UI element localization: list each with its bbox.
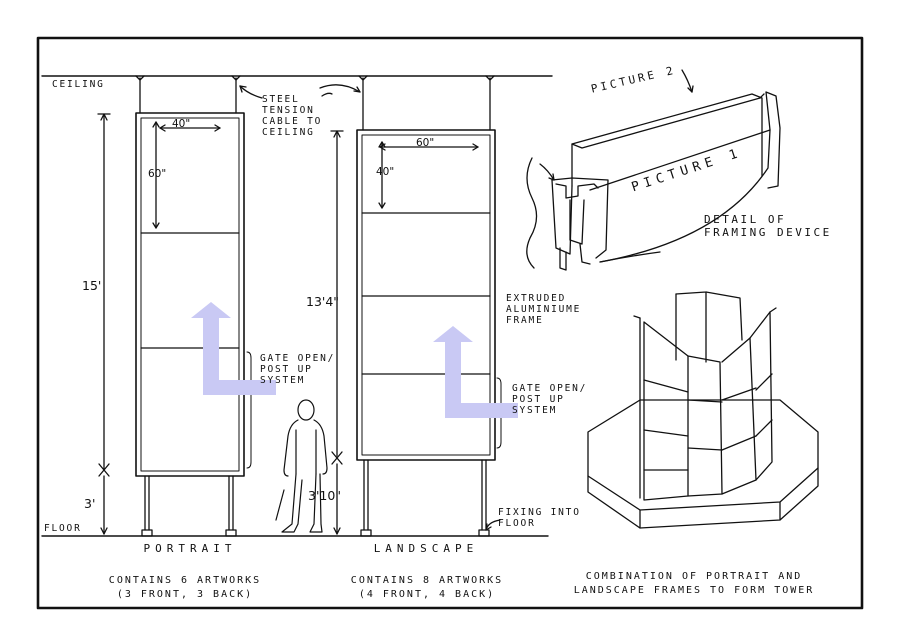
ceiling-label: CEILING — [52, 79, 105, 90]
gate-arrows — [191, 302, 518, 418]
landscape-dimension-lines — [330, 130, 344, 535]
portrait-base-height: 3' — [84, 496, 96, 511]
portrait-title: PORTRAIT — [143, 542, 237, 555]
steel-cable-label: STEEL TENSION CABLE TO CEILING — [262, 94, 323, 138]
human-figure — [275, 399, 328, 533]
portrait-caption: CONTAINS 6 ARTWORKS (3 FRONT, 3 BACK) — [108, 575, 262, 600]
detail-label: DETAIL OF FRAMING DEVICE — [704, 213, 832, 239]
landscape-total-height: 13'4" — [306, 294, 340, 309]
sheet-border — [36, 36, 864, 610]
landscape-caption: CONTAINS 8 ARTWORKS (4 FRONT, 4 BACK) — [350, 575, 504, 600]
landscape-frame — [356, 75, 502, 537]
floor-label: FLOOR — [44, 523, 82, 534]
portrait-frame — [135, 75, 252, 537]
extruded-frame-label: EXTRUDED ALUMINIUME FRAME — [506, 293, 582, 326]
tower-caption: COMBINATION OF PORTRAIT AND LANDSCAPE FR… — [573, 571, 815, 596]
framing-detail — [526, 69, 781, 271]
cable-leader-arrows — [239, 84, 361, 99]
portrait-height-dim: 60" — [148, 168, 167, 180]
landscape-width-dim: 60" — [416, 137, 435, 149]
landscape-height-dim: 40" — [376, 166, 395, 178]
portrait-width-dim: 40" — [172, 118, 191, 130]
gate-open-label-portrait: GATE OPEN/ POST UP SYSTEM — [260, 353, 336, 386]
fixing-floor-label: FIXING INTO FLOOR — [498, 507, 581, 529]
landscape-title: LANDSCAPE — [373, 542, 479, 555]
portrait-total-height: 15' — [82, 278, 102, 293]
landscape-base-height: 3'10" — [308, 488, 342, 503]
portrait-dimension-lines — [97, 113, 111, 535]
gate-open-label-landscape: GATE OPEN/ POST UP SYSTEM — [512, 383, 588, 416]
tower-sketch — [587, 291, 819, 529]
